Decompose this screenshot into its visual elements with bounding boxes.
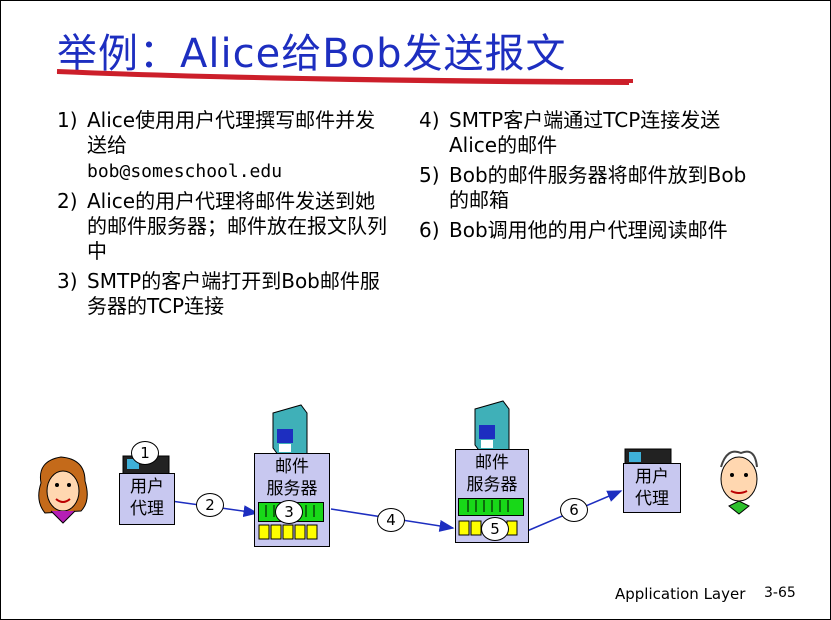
slide-title: 举例：Alice给Bob发送报文 bbox=[57, 31, 567, 77]
step-number: 1) bbox=[57, 108, 78, 132]
footer-page-number: 3-65 bbox=[764, 585, 796, 601]
step-number: 6) bbox=[419, 218, 440, 242]
alice-face-icon bbox=[38, 456, 88, 524]
step-number: 5) bbox=[419, 163, 440, 187]
step-marker-5: 5 bbox=[481, 517, 509, 541]
bob-agent-label: 用户 代理 bbox=[635, 467, 669, 509]
step-number: 2) bbox=[57, 189, 78, 213]
step-item: 6) Bob调用他的用户代理阅读邮件 bbox=[419, 218, 749, 243]
step-text: SMTP客户端通过TCP连接发送Alice的邮件 bbox=[449, 108, 721, 157]
step-item: 3) SMTP的客户端打开到Bob邮件服务器的TCP连接 bbox=[57, 269, 387, 319]
steps-right-list: 4) SMTP客户端通过TCP连接发送Alice的邮件 5) Bob的邮件服务器… bbox=[419, 108, 749, 248]
step-marker-4: 4 bbox=[377, 508, 405, 532]
step-item: 4) SMTP客户端通过TCP连接发送Alice的邮件 bbox=[419, 108, 749, 158]
step-item: 1) Alice使用用户代理撰写邮件并发送给 bob@someschool.ed… bbox=[57, 108, 387, 184]
alice-user-agent: 用户 代理 bbox=[119, 473, 175, 525]
step-text: Alice的用户代理将邮件发送到她的邮件服务器；邮件放在报文队列中 bbox=[87, 189, 387, 263]
bob-face-icon bbox=[720, 450, 758, 515]
step-text: Alice使用用户代理撰写邮件并发送给 bbox=[87, 108, 376, 157]
step-item: 5) Bob的邮件服务器将邮件放到Bob的邮箱 bbox=[419, 163, 749, 213]
step-text: SMTP的客户端打开到Bob邮件服务器的TCP连接 bbox=[87, 269, 380, 318]
step-number: 4) bbox=[419, 108, 440, 132]
step-text: Bob的邮件服务器将邮件放到Bob的邮箱 bbox=[449, 163, 747, 212]
email-address: bob@someschool.edu bbox=[87, 161, 283, 182]
alice-agent-label: 用户 代理 bbox=[130, 477, 164, 519]
step-marker-1: 1 bbox=[131, 441, 159, 465]
steps-left-list: 1) Alice使用用户代理撰写邮件并发送给 bob@someschool.ed… bbox=[57, 108, 387, 324]
step-text: Bob调用他的用户代理阅读邮件 bbox=[449, 218, 728, 242]
bob-user-agent: 用户 代理 bbox=[623, 463, 681, 513]
bob-server-label: 邮件 服务器 bbox=[466, 453, 518, 495]
step-number: 3) bbox=[57, 269, 78, 293]
step-marker-6: 6 bbox=[560, 498, 588, 522]
step-item: 2) Alice的用户代理将邮件发送到她的邮件服务器；邮件放在报文队列中 bbox=[57, 189, 387, 264]
alice-server-label: 邮件 服务器 bbox=[266, 457, 318, 499]
step-marker-3: 3 bbox=[275, 500, 303, 524]
step-marker-2: 2 bbox=[196, 493, 224, 517]
bob-server-tower-icon bbox=[474, 400, 510, 454]
footer-label: Application Layer bbox=[615, 585, 746, 603]
